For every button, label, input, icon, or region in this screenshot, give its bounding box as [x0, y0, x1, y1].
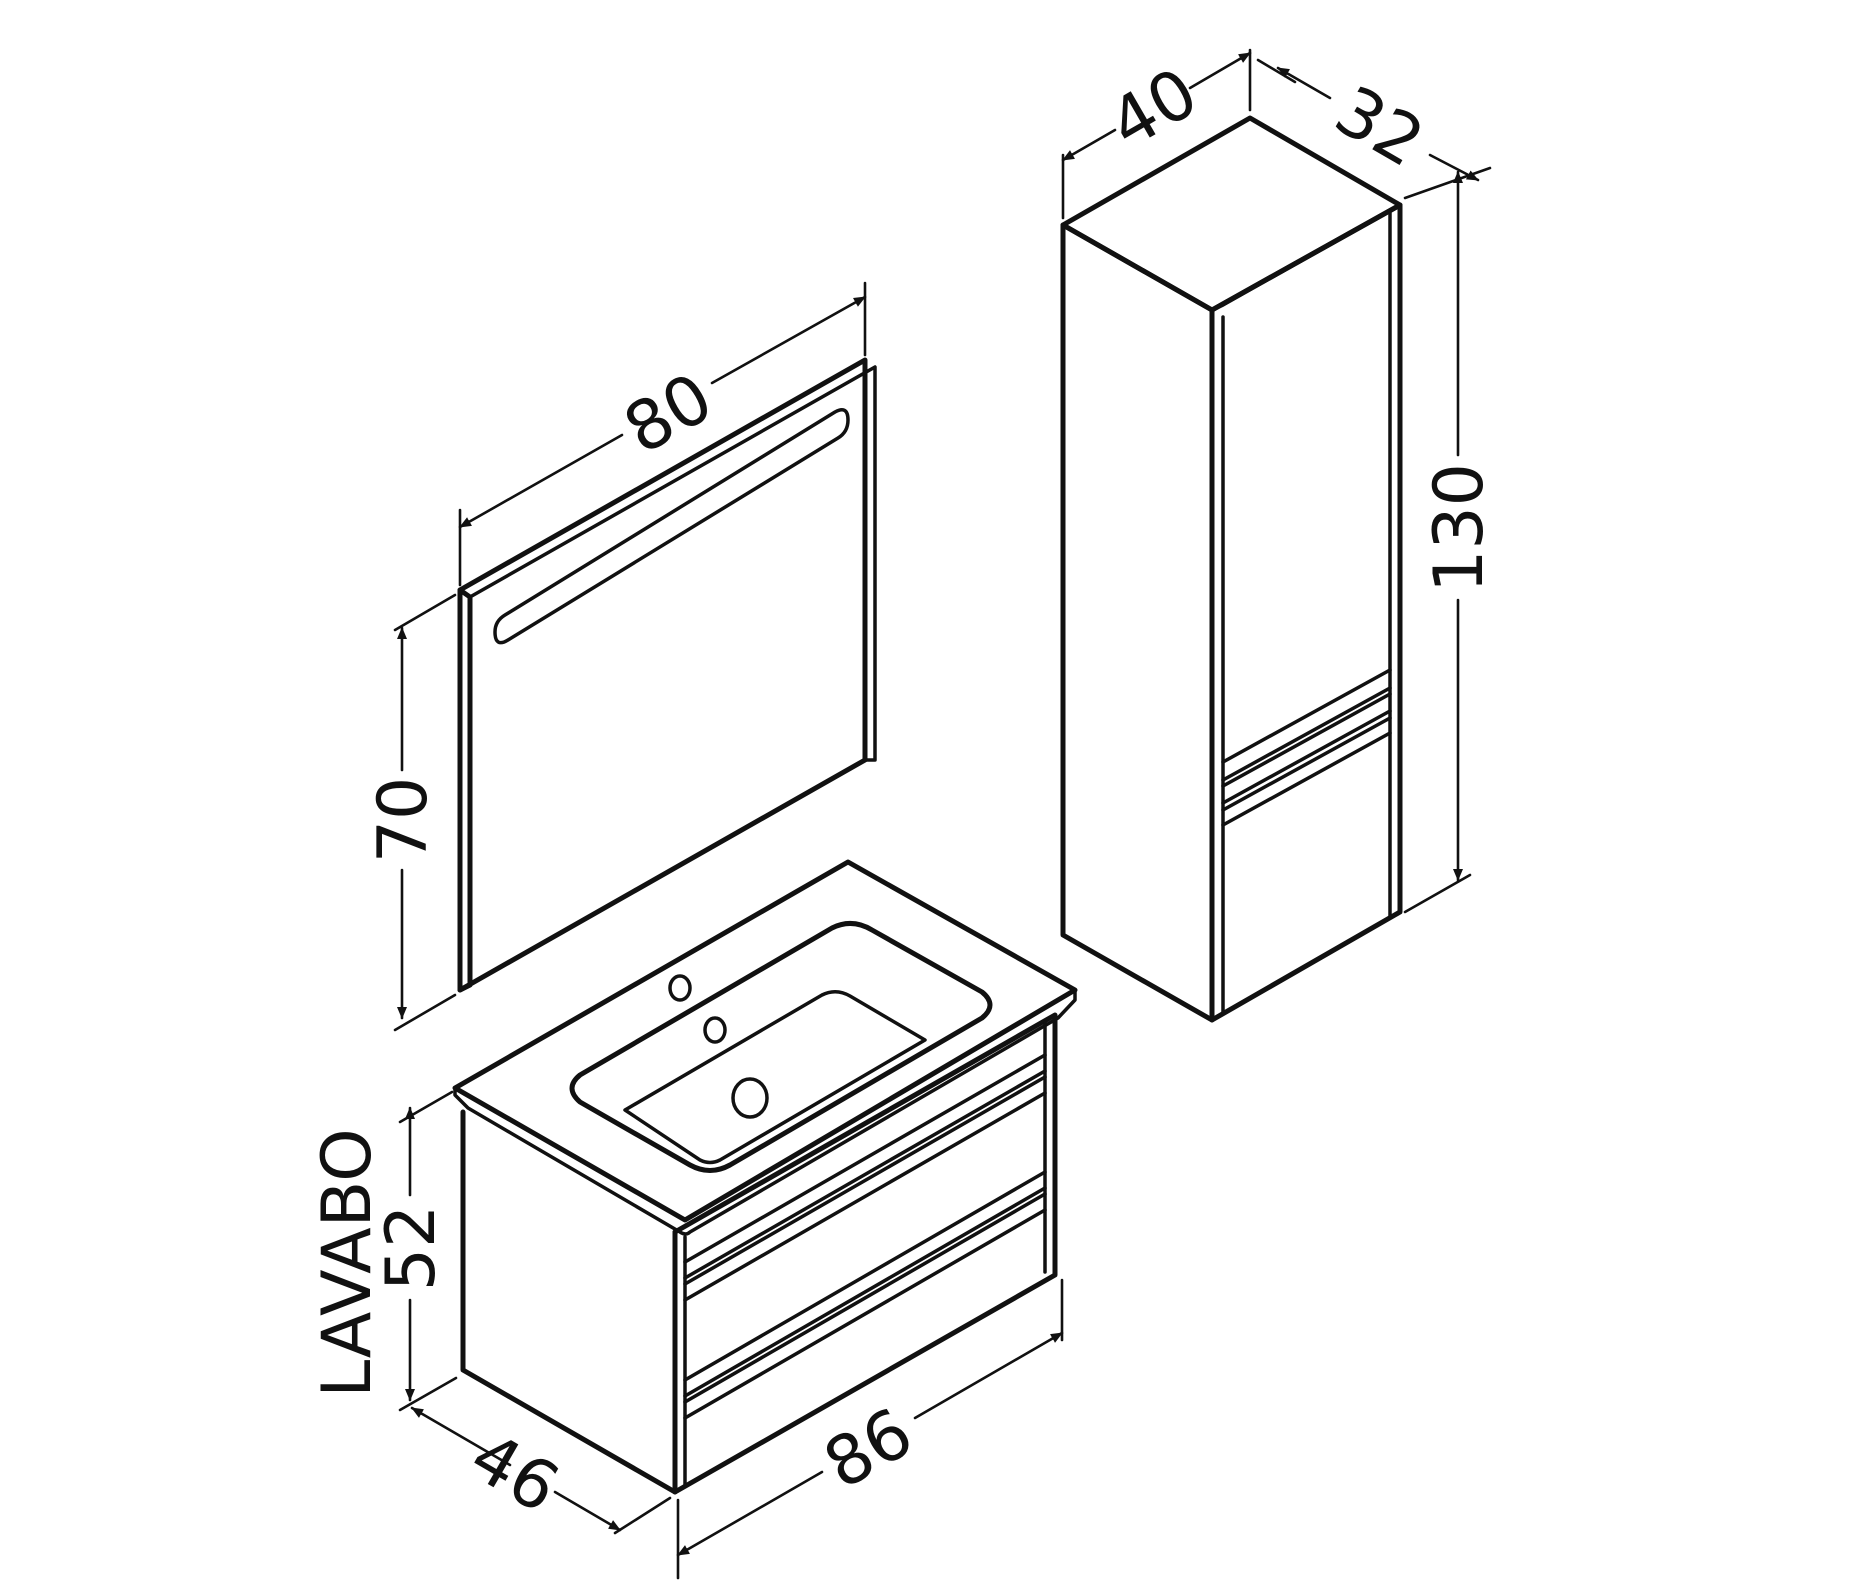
drain-hole — [731, 1077, 769, 1119]
mirror-height-dimension: 70 — [364, 593, 457, 1032]
mirror-width-dimension: 80 — [458, 281, 867, 587]
vanity-depth-label: 46 — [457, 1417, 571, 1529]
cabinet-depth-dimension: 32 — [1256, 58, 1492, 200]
basin-rim — [569, 921, 993, 1173]
overflow-hole — [703, 1016, 727, 1044]
cabinet-height-label: 130 — [1420, 463, 1499, 593]
vanity-width-label: 86 — [812, 1393, 926, 1505]
vanity-height-label: 52 — [372, 1205, 451, 1292]
vanity-depth-dimension: 46 — [410, 1406, 672, 1535]
vanity-height-dimension: 52 LAVABO — [308, 1090, 458, 1412]
vanity-name-label: LAVABO — [308, 1128, 387, 1397]
cabinet-height-dimension: 130 — [1403, 170, 1499, 914]
mirror-width-label: 80 — [612, 358, 726, 470]
basin-bowl — [623, 990, 927, 1165]
tap-hole — [668, 974, 692, 1002]
cabinet-depth-label: 32 — [1322, 71, 1436, 183]
vanity-unit — [452, 859, 1078, 1495]
mirror-light-strip — [493, 408, 850, 645]
tall-cabinet — [1060, 115, 1403, 1023]
mirror-height-label: 70 — [364, 777, 443, 864]
mirror — [457, 357, 877, 993]
vanity-width-dimension: 86 — [676, 1278, 1064, 1580]
